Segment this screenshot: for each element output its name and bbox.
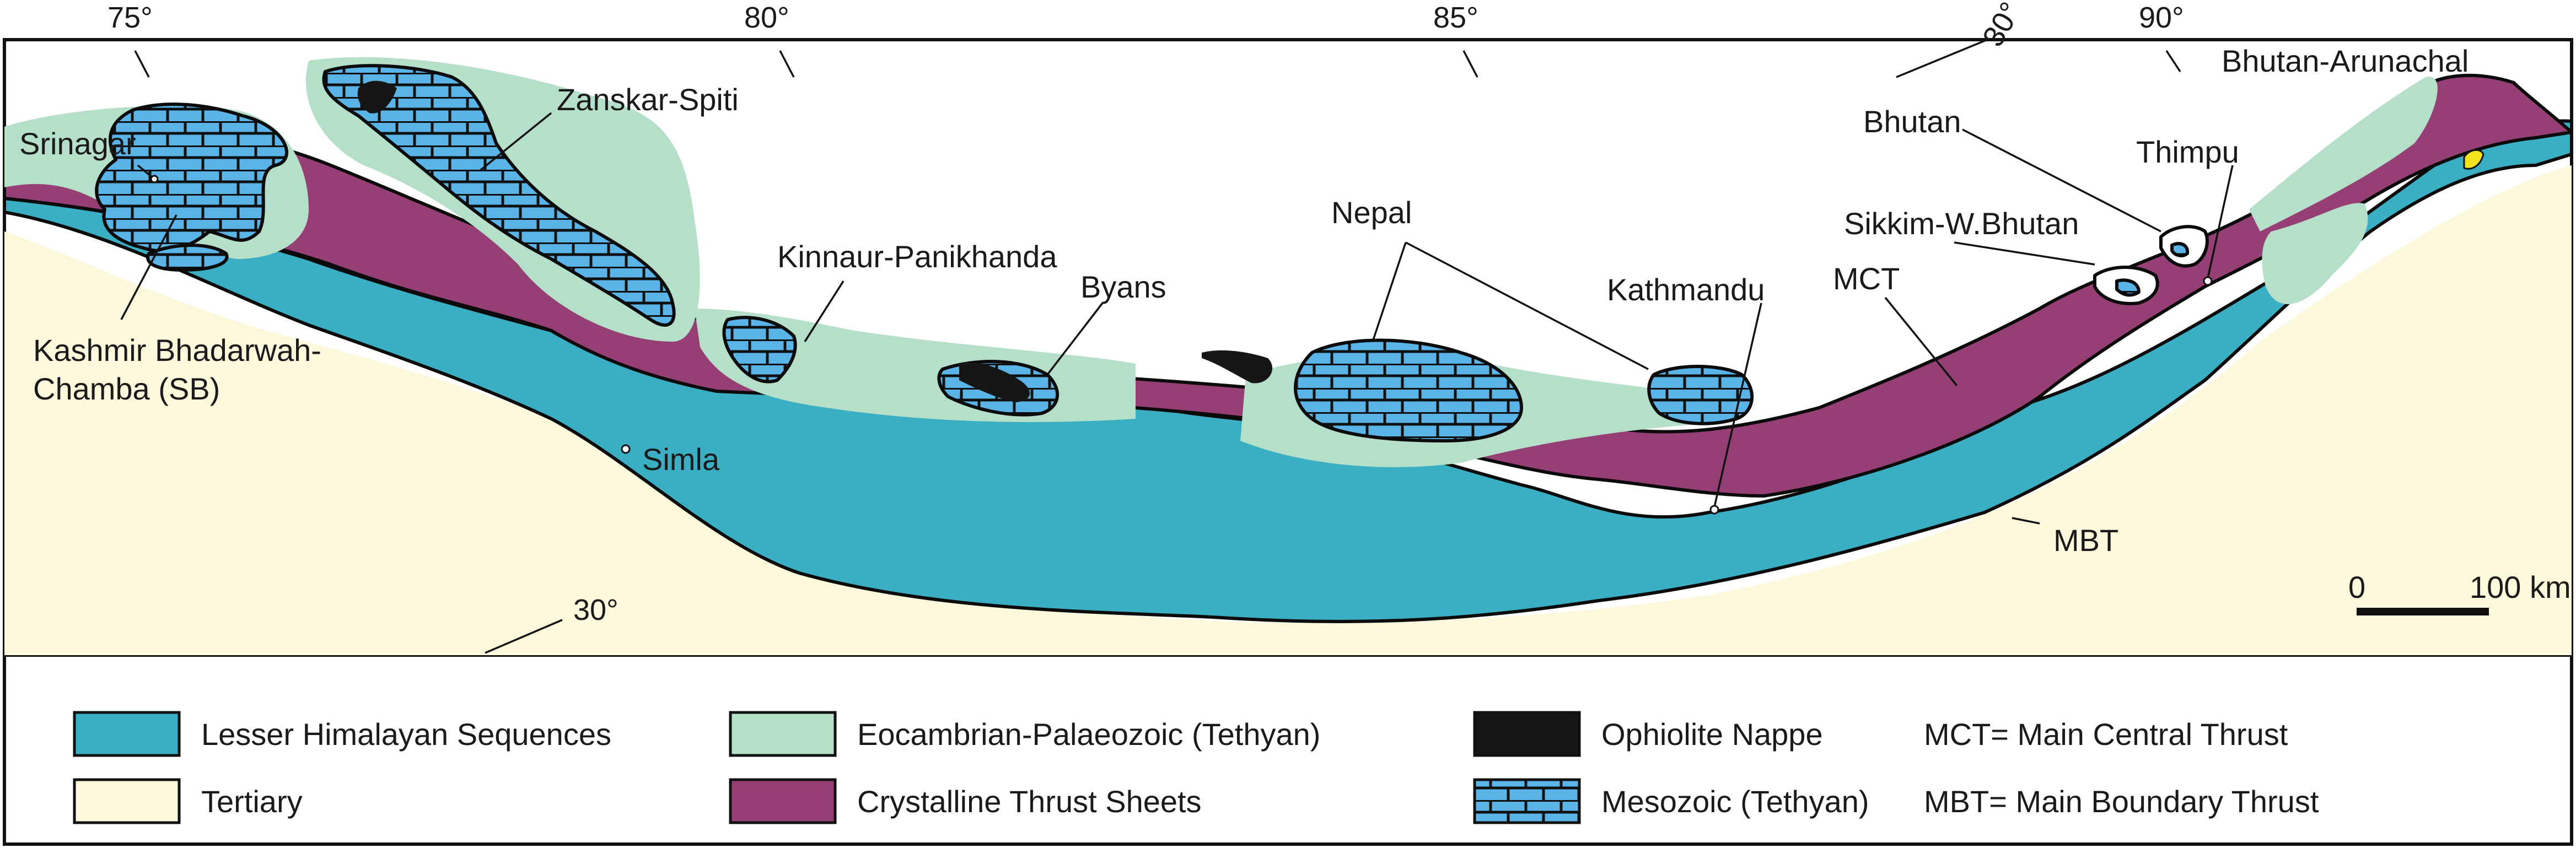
legend-label: Crystalline Thrust Sheets — [857, 784, 1202, 819]
eocambrian-palaeozoic-unit — [2262, 203, 2368, 305]
label-zanskar-spiti: Zanskar-Spiti — [557, 82, 739, 117]
mesozoic-unit — [95, 102, 288, 253]
legend-swatch — [729, 711, 837, 757]
label-simla: Simla — [642, 442, 720, 477]
legend-swatch — [1473, 711, 1581, 757]
longitude-label-90: 90° — [2139, 1, 2184, 34]
legend-swatch — [73, 778, 181, 824]
legend-item-eocambrian-palaeozoic: Eocambrian-Palaeozoic (Tethyan) — [729, 711, 1320, 757]
srinagar-marker — [150, 175, 159, 183]
thimpu-marker — [2203, 276, 2213, 286]
legend-item-ophiolite: Ophiolite Nappe — [1473, 711, 1823, 757]
label-kashmir-line1: Kashmir Bhadarwah- — [33, 333, 321, 368]
label-kathmandu: Kathmandu — [1607, 272, 1765, 307]
legend-label: Lesser Himalayan Sequences — [201, 717, 611, 752]
place-markers — [150, 175, 2213, 515]
leader-lines — [120, 112, 2234, 525]
legend-abbrev-mbt: MBT= Main Boundary Thrust — [1924, 784, 2319, 819]
eocambrian-palaeozoic-unit — [2249, 77, 2438, 232]
label-sikkim-w-bhutan: Sikkim-W.Bhutan — [1844, 206, 2079, 241]
label-mct: MCT — [1833, 261, 1900, 296]
label-kashmir-line2: Chamba (SB) — [33, 371, 220, 406]
mesozoic-unit — [146, 244, 229, 272]
ophiolite-unit — [357, 80, 397, 114]
label-bhutan: Bhutan — [1863, 104, 1961, 139]
legend-label: Tertiary — [201, 784, 303, 819]
legend-abbrev-mct: MCT= Main Central Thrust — [1924, 717, 2288, 752]
legend-item-lesser-himalayan: Lesser Himalayan Sequences — [73, 711, 611, 757]
mesozoic-unit — [1647, 365, 1754, 425]
tertiary-unit — [4, 165, 2572, 655]
legend-swatch — [729, 778, 837, 824]
label-mbt: MBT — [2053, 523, 2118, 558]
label-srinagar: Srinagar — [19, 126, 136, 161]
simla-marker — [621, 444, 631, 454]
mesozoic-unit — [2170, 242, 2190, 258]
ophiolite-unit — [1202, 350, 1273, 384]
label-thimpu: Thimpu — [2136, 134, 2239, 169]
label-nepal: Nepal — [1331, 195, 1412, 230]
latitude-label-30-top: 30° — [1976, 0, 2028, 52]
label-byans: Byans — [1080, 269, 1166, 304]
mesozoic-unit — [722, 316, 797, 384]
scale-bar: 0 100 km — [2348, 570, 2571, 615]
legend-item-mesozoic: Mesozoic (Tethyan) — [1473, 778, 1869, 824]
ophiolite-yellow-patch — [2463, 149, 2484, 170]
longitude-label-85: 85° — [1433, 1, 1478, 34]
legend-swatch — [1473, 778, 1581, 824]
longitude-label-80: 80° — [744, 1, 789, 34]
legend-label: Mesozoic (Tethyan) — [1601, 784, 1869, 819]
label-kinnaur-panikhanda: Kinnaur-Panikhanda — [777, 239, 1057, 274]
mesozoic-unit — [1294, 338, 1523, 442]
longitude-label-75: 75° — [107, 1, 153, 34]
mesozoic-unit — [322, 64, 676, 327]
legend-label: Eocambrian-Palaeozoic (Tethyan) — [857, 717, 1320, 752]
kathmandu-marker — [1709, 505, 1719, 515]
legend: Lesser Himalayan Sequences Tertiary Eoca… — [73, 711, 2319, 824]
scale-bar-start: 0 — [2348, 570, 2365, 604]
legend-item-crystalline: Crystalline Thrust Sheets — [729, 778, 1202, 824]
graticule — [134, 37, 2181, 654]
mesozoic-unit — [2115, 278, 2141, 297]
label-bhutan-arunachal: Bhutan-Arunachal — [2222, 44, 2469, 78]
legend-label: Ophiolite Nappe — [1601, 717, 1823, 752]
latitude-label-30-bottom: 30° — [573, 593, 619, 626]
legend-swatch — [73, 711, 181, 757]
scale-bar-end: 100 km — [2470, 570, 2571, 604]
map-area — [4, 57, 2572, 655]
legend-item-tertiary: Tertiary — [73, 778, 303, 824]
ophiolite-unit — [959, 362, 1030, 402]
